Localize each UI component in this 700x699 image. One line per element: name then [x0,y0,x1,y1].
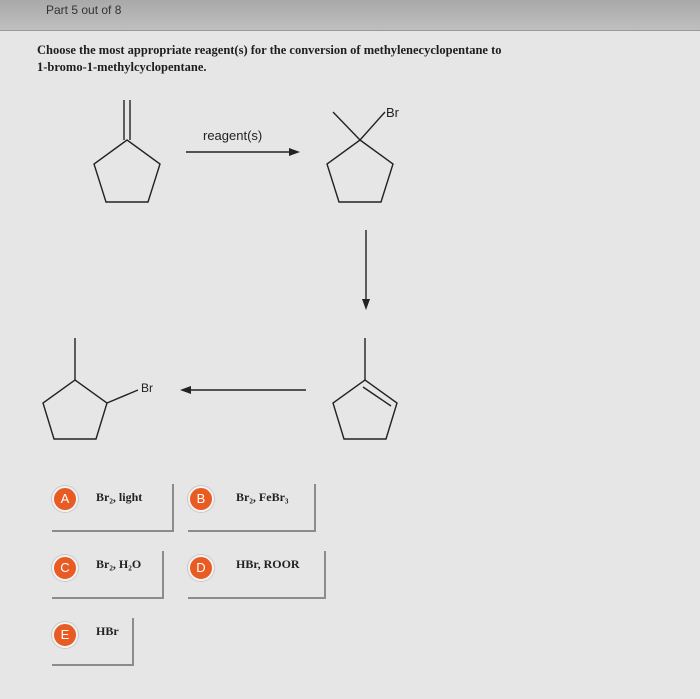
option-b-badge: B [188,486,214,512]
question-line-2: 1-bromo-1-methylcyclopentane. [37,60,207,74]
option-b[interactable]: B Br₂, FeBr₃ [188,484,316,532]
option-c-text: Br₂, H₂O [96,557,142,571]
reagent-arrow [186,148,300,156]
top-bar: Part 5 out of 8 [0,0,700,31]
question-text: Choose the most appropriate reagent(s) f… [37,42,637,76]
option-a-text: Br₂, light [96,490,143,504]
question-line-1: Choose the most appropriate reagent(s) f… [37,43,502,57]
part-label: Part 5 out of 8 [46,3,122,17]
down-arrow [362,230,370,310]
option-e-badge: E [52,622,78,648]
side-product-br-label: Br [141,381,153,395]
left-arrow [180,386,306,394]
option-c-badge: C [52,555,78,581]
reaction-scheme: reagent(s) Br Br [42,100,400,440]
option-d-badge: D [188,555,214,581]
option-d-text: HBr, ROOR [236,557,300,571]
bromomethylcyclopentane-structure [42,338,139,440]
option-a[interactable]: A Br₂, light [52,484,174,532]
bromo-methylcyclopentane-structure [326,111,394,203]
option-a-badge: A [52,486,78,512]
methylcyclopentene-structure [332,338,398,440]
methylenecyclopentane-structure [93,100,161,203]
option-b-text: Br₂, FeBr₃ [236,490,289,504]
option-d[interactable]: D HBr, ROOR [188,551,326,599]
reagent-label: reagent(s) [203,128,262,143]
option-e-text: HBr [96,624,119,638]
option-c[interactable]: C Br₂, H₂O [52,551,164,599]
product-br-label: Br [386,105,400,120]
option-e[interactable]: E HBr [52,618,134,666]
